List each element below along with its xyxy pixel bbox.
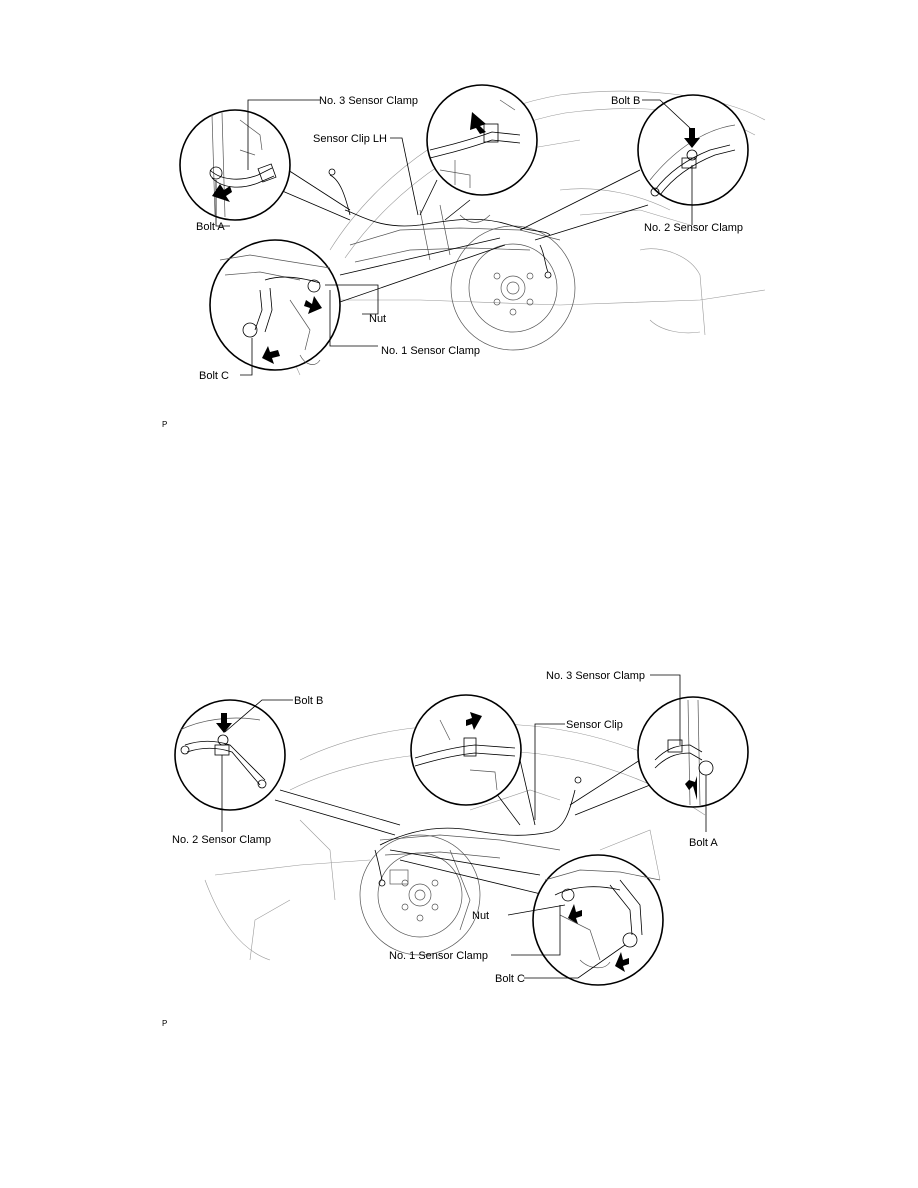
figure-2-detail-bolt-c — [532, 854, 664, 986]
label-no2-sensor-clamp-2: No. 2 Sensor Clamp — [172, 834, 271, 846]
label-no1-sensor-clamp-1: No. 1 Sensor Clamp — [381, 345, 480, 357]
figure-1-suspension — [328, 168, 561, 279]
figure-2-callout-connectors — [274, 759, 651, 896]
figure-2-suspension — [374, 776, 582, 931]
figure-1-detail-bolt-a — [179, 109, 291, 221]
figure-1-detail-bolt-c — [209, 239, 341, 371]
label-bolt-c-1: Bolt C — [199, 370, 229, 382]
label-bolt-b-2: Bolt B — [294, 695, 323, 707]
label-nut-1: Nut — [369, 313, 386, 325]
figure-1-callout-connectors — [279, 169, 649, 303]
label-bolt-c-2: Bolt C — [495, 973, 525, 985]
label-bolt-b-1: Bolt B — [611, 95, 640, 107]
figure-2-page-mark: P — [162, 1019, 168, 1028]
label-no3-sensor-clamp-1: No. 3 Sensor Clamp — [319, 95, 418, 107]
label-no2-sensor-clamp-1: No. 2 Sensor Clamp — [644, 222, 743, 234]
label-no1-sensor-clamp-2: No. 1 Sensor Clamp — [389, 950, 488, 962]
figure-1-detail-bolt-b — [637, 94, 749, 206]
figure-2-detail-bolt-b — [174, 699, 286, 811]
figure-1-leader-lines — [215, 99, 693, 376]
label-sensor-clip: Sensor Clip — [566, 719, 623, 731]
figure-2-detail-bolt-a — [637, 696, 749, 808]
figure-2-leader-lines — [221, 674, 707, 979]
figure-2-detail-sensor-clip — [410, 694, 522, 806]
figure-1-detail-sensor-clip — [426, 84, 538, 196]
label-sensor-clip-lh: Sensor Clip LH — [313, 133, 387, 145]
label-bolt-a-2: Bolt A — [689, 837, 718, 849]
label-bolt-a-1: Bolt A — [196, 221, 225, 233]
figure-1-page-mark: P — [162, 420, 168, 429]
label-no3-sensor-clamp-2: No. 3 Sensor Clamp — [546, 670, 645, 682]
label-nut-2: Nut — [472, 910, 489, 922]
figure-1-brake-disc — [450, 225, 576, 351]
